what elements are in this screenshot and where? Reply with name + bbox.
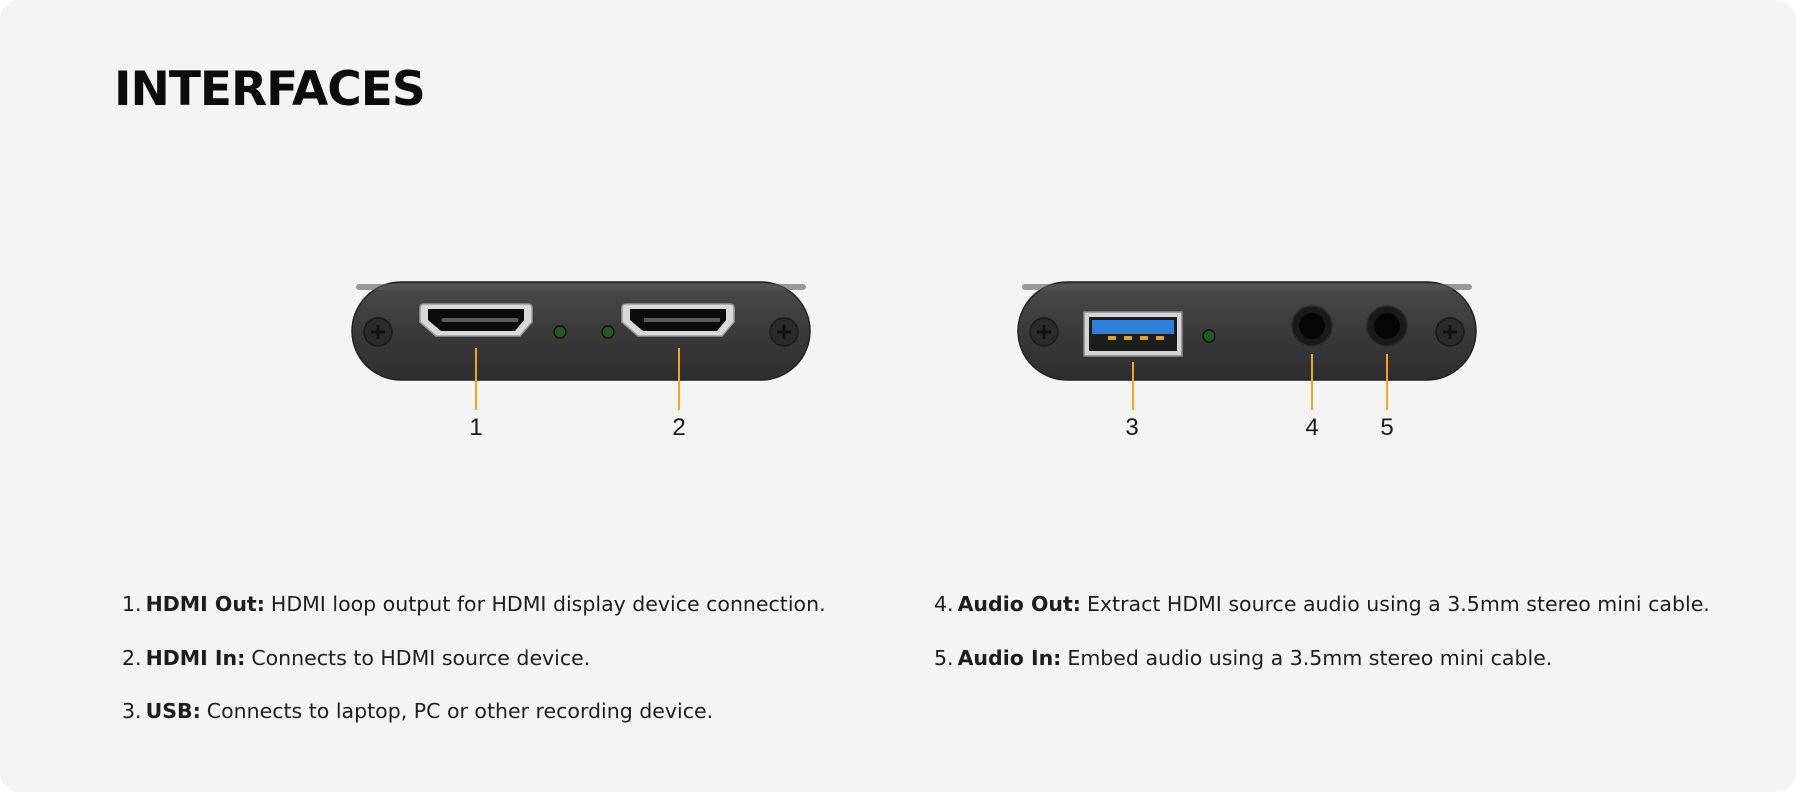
- led-indicator-icon: [1202, 329, 1216, 343]
- screw-icon: [363, 317, 393, 347]
- device-usb-audio-side: 3 4 5: [1016, 270, 1616, 450]
- audio-jack-icon[interactable]: [1366, 305, 1408, 347]
- item-number: 2.: [122, 645, 142, 670]
- audio-jack-icon[interactable]: [1291, 305, 1333, 347]
- item-text: Embed audio using a 3.5mm stereo mini ca…: [1067, 645, 1553, 670]
- descriptions-right-column: 4.Audio Out:Extract HDMI source audio us…: [934, 592, 1710, 699]
- usb-port-icon[interactable]: [1083, 311, 1183, 357]
- item-number: 3.: [122, 699, 142, 723]
- screw-icon: [1435, 317, 1465, 347]
- device-body: [351, 281, 811, 381]
- item-number: 1.: [122, 592, 142, 616]
- item-term: Audio In:: [957, 645, 1062, 670]
- item-text: Extract HDMI source audio using a 3.5mm …: [1086, 592, 1710, 616]
- callout-number-5: 5: [1380, 414, 1393, 441]
- item-number: 5.: [934, 645, 954, 670]
- page-title: INTERFACES: [114, 62, 426, 117]
- hdmi-port-icon[interactable]: [419, 303, 533, 337]
- item-number: 4.: [934, 592, 954, 616]
- list-item: 3.USB:Connects to laptop, PC or other re…: [122, 699, 826, 753]
- callout-number-2: 2: [672, 414, 685, 441]
- list-item: 4.Audio Out:Extract HDMI source audio us…: [934, 592, 1710, 646]
- item-term: Audio Out:: [957, 592, 1081, 616]
- hdmi-port-icon[interactable]: [621, 303, 735, 337]
- item-term: HDMI In:: [145, 645, 246, 670]
- screw-icon: [1029, 317, 1059, 347]
- descriptions-left-column: 1.HDMI Out:HDMI loop output for HDMI dis…: [122, 592, 826, 753]
- list-item: 1.HDMI Out:HDMI loop output for HDMI dis…: [122, 592, 826, 646]
- callout-number-4: 4: [1305, 414, 1318, 441]
- callout-number-3: 3: [1125, 414, 1138, 441]
- item-text: HDMI loop output for HDMI display device…: [270, 592, 826, 616]
- led-indicator-icon: [601, 325, 615, 339]
- callout-number-1: 1: [469, 414, 482, 441]
- item-term: HDMI Out:: [145, 592, 265, 616]
- led-indicator-icon: [553, 325, 567, 339]
- device-hdmi-side: 1 2: [350, 270, 950, 450]
- list-item: 5.Audio In:Embed audio using a 3.5mm ste…: [934, 646, 1710, 700]
- item-text: Connects to HDMI source device.: [251, 645, 591, 670]
- item-text: Connects to laptop, PC or other recordin…: [206, 699, 714, 723]
- screw-icon: [769, 317, 799, 347]
- list-item: 2.HDMI In:Connects to HDMI source device…: [122, 646, 826, 700]
- item-term: USB:: [145, 699, 201, 723]
